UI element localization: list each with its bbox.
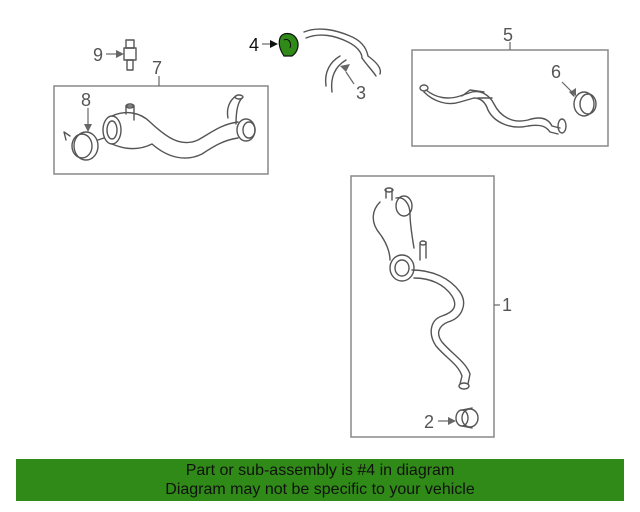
clamp-2 — [455, 407, 479, 429]
callout-5[interactable]: 5 — [503, 25, 513, 45]
callout-7[interactable]: 7 — [152, 58, 162, 78]
box-1 — [350, 175, 495, 438]
callout-4[interactable]: 4 — [249, 35, 259, 55]
arrow-3 — [340, 64, 350, 72]
callout-9[interactable]: 9 — [93, 45, 103, 65]
upper-hose — [102, 94, 256, 159]
arrow-2 — [448, 417, 456, 425]
callout-2[interactable]: 2 — [424, 412, 434, 432]
part-group-4[interactable]: 4 — [249, 32, 299, 57]
clamp-8 — [63, 131, 105, 161]
callout-8[interactable]: 8 — [81, 90, 91, 110]
leader-3 — [345, 71, 355, 85]
clip-4 — [278, 32, 299, 57]
info-banner: Part or sub-assembly is #4 in diagram Di… — [16, 459, 624, 501]
part-group-5[interactable]: 5 6 — [411, 25, 609, 147]
clamp-6 — [569, 91, 597, 117]
main-hose-1 — [372, 187, 471, 390]
arrow-4 — [270, 40, 278, 48]
callout-3[interactable]: 3 — [356, 83, 366, 103]
callout-1[interactable]: 1 — [502, 295, 512, 315]
banner-line-1: Part or sub-assembly is #4 in diagram — [185, 462, 455, 479]
arrow-8 — [84, 124, 92, 132]
arrow-9 — [116, 50, 124, 58]
part-group-7[interactable]: 7 8 — [53, 58, 269, 175]
part-group-1[interactable]: 1 2 — [350, 175, 512, 438]
arrow-6 — [570, 88, 576, 96]
part-group-9[interactable]: 9 — [93, 39, 137, 71]
small-hose-3 — [303, 28, 382, 93]
sensor-9 — [123, 39, 137, 71]
callout-6[interactable]: 6 — [551, 62, 561, 82]
hose-5 — [419, 84, 567, 135]
banner-line-2: Diagram may not be specific to your vehi… — [165, 481, 475, 498]
part-group-3[interactable]: 3 — [303, 28, 382, 103]
